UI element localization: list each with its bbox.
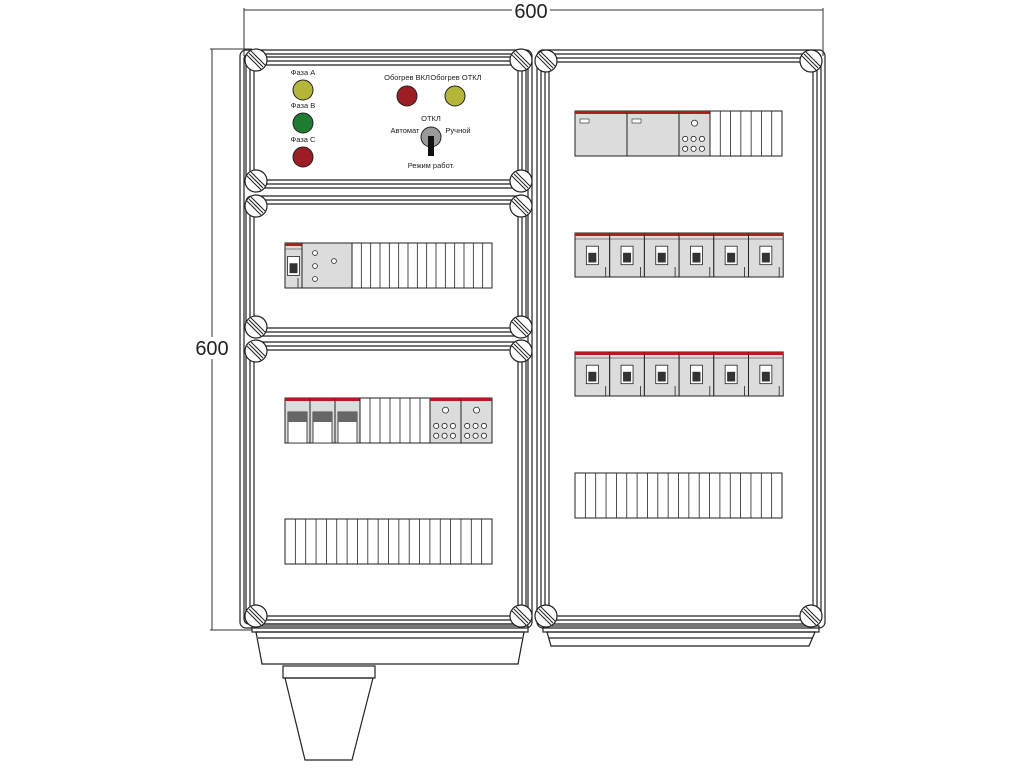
circuit-breaker (678, 232, 715, 278)
terminal-block-row (284, 518, 493, 565)
indicator-phase-a-label: Фаза А (291, 68, 316, 77)
right-cabinet (536, 49, 826, 629)
indicator-heat-off-lamp (444, 85, 466, 107)
switch-module (574, 110, 628, 157)
terminal-meter-module (429, 397, 462, 444)
height-dimension-label: 600 (195, 338, 228, 360)
relay-module (301, 242, 353, 289)
indicator-phase-a: Фаза А (291, 68, 316, 101)
terminal-meter-module (678, 110, 711, 157)
mode-label-auto: Автомат (391, 126, 421, 135)
corner-screw (509, 169, 533, 193)
indicator-phase-c-lamp (292, 146, 314, 168)
circuit-breaker (284, 242, 303, 289)
indicator-heat-on-label: Обогрев ВКЛ (384, 73, 430, 82)
indicator-phase-a-lamp (292, 79, 314, 101)
indicator-heat-off: Обогрев ОТКЛ (430, 73, 482, 107)
terminal-meter-module (460, 397, 493, 444)
corner-screw (534, 604, 558, 628)
terminal-block-row (574, 472, 783, 519)
corner-screw (799, 604, 823, 628)
corner-screw (244, 194, 268, 218)
circuit-breaker (678, 351, 715, 397)
circuit-breaker (609, 232, 645, 278)
terminal-block-row (709, 110, 783, 157)
mode-label-manual: Ручной (445, 126, 470, 135)
corner-screw (244, 48, 268, 72)
circuit-breaker (748, 232, 784, 278)
corner-screw (244, 315, 268, 339)
circuit-breaker (643, 351, 680, 397)
left-middle-panel (245, 195, 527, 337)
mode-label-off: ОТКЛ (421, 114, 441, 123)
corner-screw (244, 169, 268, 193)
left-lower-panel (245, 341, 527, 625)
corner-screw (509, 315, 533, 339)
din-rail-equipment (284, 110, 784, 565)
corner-screw (509, 604, 533, 628)
mode-selector-switch: ОТКЛ Автомат Ручной Режим работ. (391, 114, 471, 170)
corner-screw (509, 48, 533, 72)
indicator-heat-off-label: Обогрев ОТКЛ (430, 73, 481, 82)
right-plinth (542, 625, 820, 647)
circuit-breaker (643, 232, 680, 278)
corner-screw (244, 604, 268, 628)
circuit-breaker (713, 351, 749, 397)
circuit-breaker (574, 232, 611, 278)
circuit-breaker (309, 397, 336, 444)
terminal-block-row (351, 242, 493, 289)
indicator-phase-b-label: Фаза В (291, 101, 316, 110)
indicator-phase-c-label: Фаза С (291, 135, 316, 144)
circuit-breaker (609, 351, 645, 397)
width-dimension-label: 600 (514, 1, 547, 23)
circuit-breaker (334, 397, 361, 444)
corner-screw (244, 339, 268, 363)
left-top-panel (245, 56, 527, 189)
circuit-breaker (284, 397, 311, 444)
indicator-phase-c: Фаза С (291, 135, 316, 168)
terminal-block-row (359, 397, 431, 444)
circuit-breaker (713, 232, 749, 278)
switch-module (626, 110, 680, 157)
corner-screw (509, 194, 533, 218)
cable-gland (282, 665, 376, 761)
indicator-phase-b-lamp (292, 112, 314, 134)
indicator-heat-on: Обогрев ВКЛ (384, 73, 430, 107)
circuit-breaker (748, 351, 784, 397)
mode-switch-handle (428, 136, 434, 156)
indicator-phase-b: Фаза В (291, 101, 316, 134)
corner-screw (509, 339, 533, 363)
corner-screws (244, 48, 823, 628)
corner-screw (534, 49, 558, 73)
indicator-heat-on-lamp (396, 85, 418, 107)
corner-screw (799, 49, 823, 73)
circuit-breaker (574, 351, 611, 397)
mode-switch-caption: Режим работ. (408, 161, 455, 170)
left-plinth (251, 625, 529, 665)
